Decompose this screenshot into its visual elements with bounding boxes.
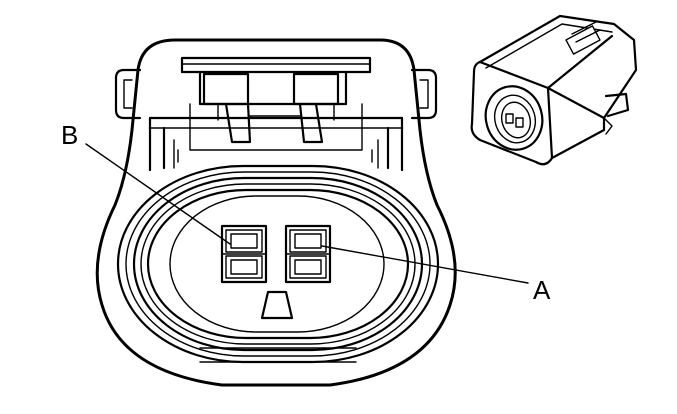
leader-line-b (85, 143, 231, 245)
connector-housing-outline (95, 38, 457, 387)
leader-line-a (321, 245, 529, 284)
connector-isometric-view (470, 14, 638, 166)
callout-a: A (533, 275, 551, 305)
left-ear (114, 68, 142, 120)
terminal-cavity-a (284, 224, 332, 284)
connector-face-view: B A (61, 38, 551, 387)
keying-rib (260, 290, 294, 320)
right-ear (410, 68, 438, 120)
seal-rings (116, 164, 440, 364)
terminal-cavity-b (220, 224, 268, 284)
callout-b: B (61, 120, 78, 150)
top-latch (148, 56, 404, 172)
